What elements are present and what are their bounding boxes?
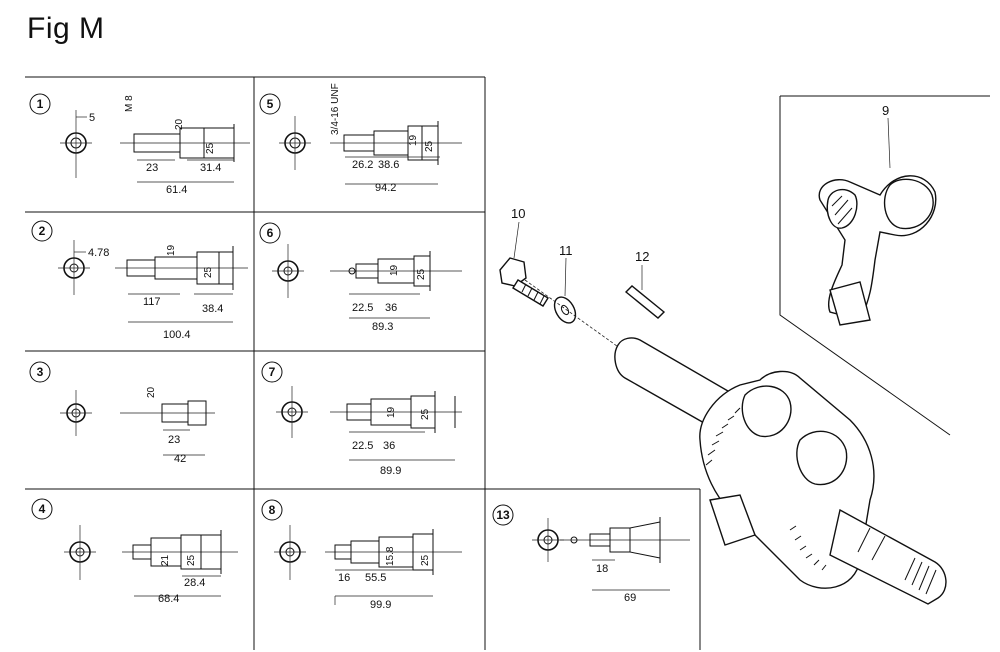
variant-5-panel: 5 3/4-16 UNF 19 25 26.2 38.6 94.2 bbox=[259, 83, 462, 194]
variant-number-circle bbox=[31, 220, 53, 242]
dim-label: 19 bbox=[389, 264, 400, 276]
dim-label: 16 bbox=[338, 572, 350, 584]
dim-label: 15.8 bbox=[385, 546, 396, 566]
dim-label: 36 bbox=[385, 302, 397, 314]
dim-label: 19 bbox=[166, 244, 177, 256]
callout-10: 10 bbox=[511, 206, 525, 221]
dim-label: 25 bbox=[203, 266, 214, 278]
dim-label: 26.2 bbox=[352, 159, 373, 171]
dim-label: 25 bbox=[420, 408, 431, 420]
dim-label: 55.5 bbox=[365, 572, 386, 584]
variant-number: 8 bbox=[269, 503, 276, 517]
dim-label: 5 bbox=[89, 112, 95, 124]
dim-label: 68.4 bbox=[158, 593, 179, 605]
dim-label: 42 bbox=[174, 453, 186, 465]
dim-label: 22.5 bbox=[352, 302, 373, 314]
variant-number: 5 bbox=[267, 97, 274, 111]
dim-label: 22.5 bbox=[352, 440, 373, 452]
dim-label: 36 bbox=[383, 440, 395, 452]
dim-label: 89.9 bbox=[380, 465, 401, 477]
dim-label: 25 bbox=[186, 554, 197, 566]
dim-label: 25 bbox=[416, 268, 427, 280]
dim-label: 25 bbox=[420, 554, 431, 566]
variant-1-panel: 1 5 M 8 20 25 23 31.4 61.4 bbox=[29, 93, 250, 196]
dim-label: 99.9 bbox=[370, 599, 391, 611]
variant-8-panel: 8 15.8 25 16 55.5 99.9 bbox=[261, 499, 462, 611]
dim-label: 38.4 bbox=[202, 303, 223, 315]
dim-label: 4.78 bbox=[88, 247, 109, 259]
variant-7-panel: 7 19 25 22.5 36 89.9 bbox=[261, 361, 462, 477]
variant-number: 13 bbox=[496, 508, 510, 522]
variant-3-panel: 3 20 23 42 bbox=[29, 361, 215, 465]
dim-label: 117 bbox=[143, 296, 161, 308]
dim-label: 28.4 bbox=[184, 577, 205, 589]
crankshaft-exploded-view: 9 10 11 12 bbox=[499, 95, 990, 605]
dim-label: 23 bbox=[146, 162, 158, 174]
variant-2-panel: 2 4.78 19 25 117 38.4 100.4 bbox=[31, 220, 248, 341]
part-12-key bbox=[624, 285, 666, 319]
dim-label: 89.3 bbox=[372, 321, 393, 333]
dim-label: 94.2 bbox=[375, 182, 396, 194]
grid-lines bbox=[25, 76, 701, 650]
dim-label: 38.6 bbox=[378, 159, 399, 171]
dim-label: 23 bbox=[168, 434, 180, 446]
callout-9: 9 bbox=[882, 103, 889, 118]
dim-label: 21 bbox=[160, 554, 171, 566]
dim-label: 19 bbox=[386, 406, 397, 418]
variant-number: 7 bbox=[269, 365, 276, 379]
variant-4-panel: 4 21 25 28.4 68.4 bbox=[31, 498, 238, 605]
variant-number-circle bbox=[259, 93, 281, 115]
variant-number-circle bbox=[259, 222, 281, 244]
main-crankshaft bbox=[699, 370, 947, 605]
callout-12: 12 bbox=[635, 249, 649, 264]
dim-label: 25 bbox=[424, 140, 435, 152]
dim-label: 19 bbox=[408, 134, 419, 146]
callouts: 9 10 11 12 bbox=[511, 103, 891, 297]
part-10-bolt bbox=[499, 257, 549, 307]
variant-number-circle bbox=[261, 361, 283, 383]
variant-number-circle bbox=[261, 499, 283, 521]
variant-number-circle bbox=[31, 498, 53, 520]
variant-number: 1 bbox=[37, 97, 44, 111]
variant-number-circle bbox=[492, 504, 514, 526]
variant-number: 4 bbox=[39, 502, 46, 516]
variant-6-panel: 6 19 25 22.5 36 89.3 bbox=[259, 222, 462, 333]
part-9-crankshaft-inset bbox=[818, 175, 937, 326]
dim-label: 3/4-16 UNF bbox=[330, 83, 341, 135]
dim-label: 100.4 bbox=[163, 329, 191, 341]
dim-label: 25 bbox=[205, 142, 216, 154]
variant-number-circle bbox=[29, 361, 51, 383]
dim-label: 31.4 bbox=[200, 162, 221, 174]
variant-number: 2 bbox=[39, 224, 46, 238]
callout-11: 11 bbox=[559, 243, 573, 258]
dim-label: 20 bbox=[174, 118, 185, 130]
dim-label: 69 bbox=[624, 592, 636, 604]
dim-label: 18 bbox=[596, 563, 608, 575]
part-11-washer bbox=[553, 296, 577, 324]
variant-number: 3 bbox=[37, 365, 44, 379]
dim-label: 20 bbox=[146, 386, 157, 398]
variant-13-panel: 13 18 69 bbox=[492, 504, 690, 604]
figure-title: Fig M bbox=[27, 12, 105, 45]
variant-number-circle bbox=[29, 93, 51, 115]
dim-label: 61.4 bbox=[166, 184, 187, 196]
variant-number: 6 bbox=[267, 226, 274, 240]
dim-label: M 8 bbox=[124, 95, 135, 112]
